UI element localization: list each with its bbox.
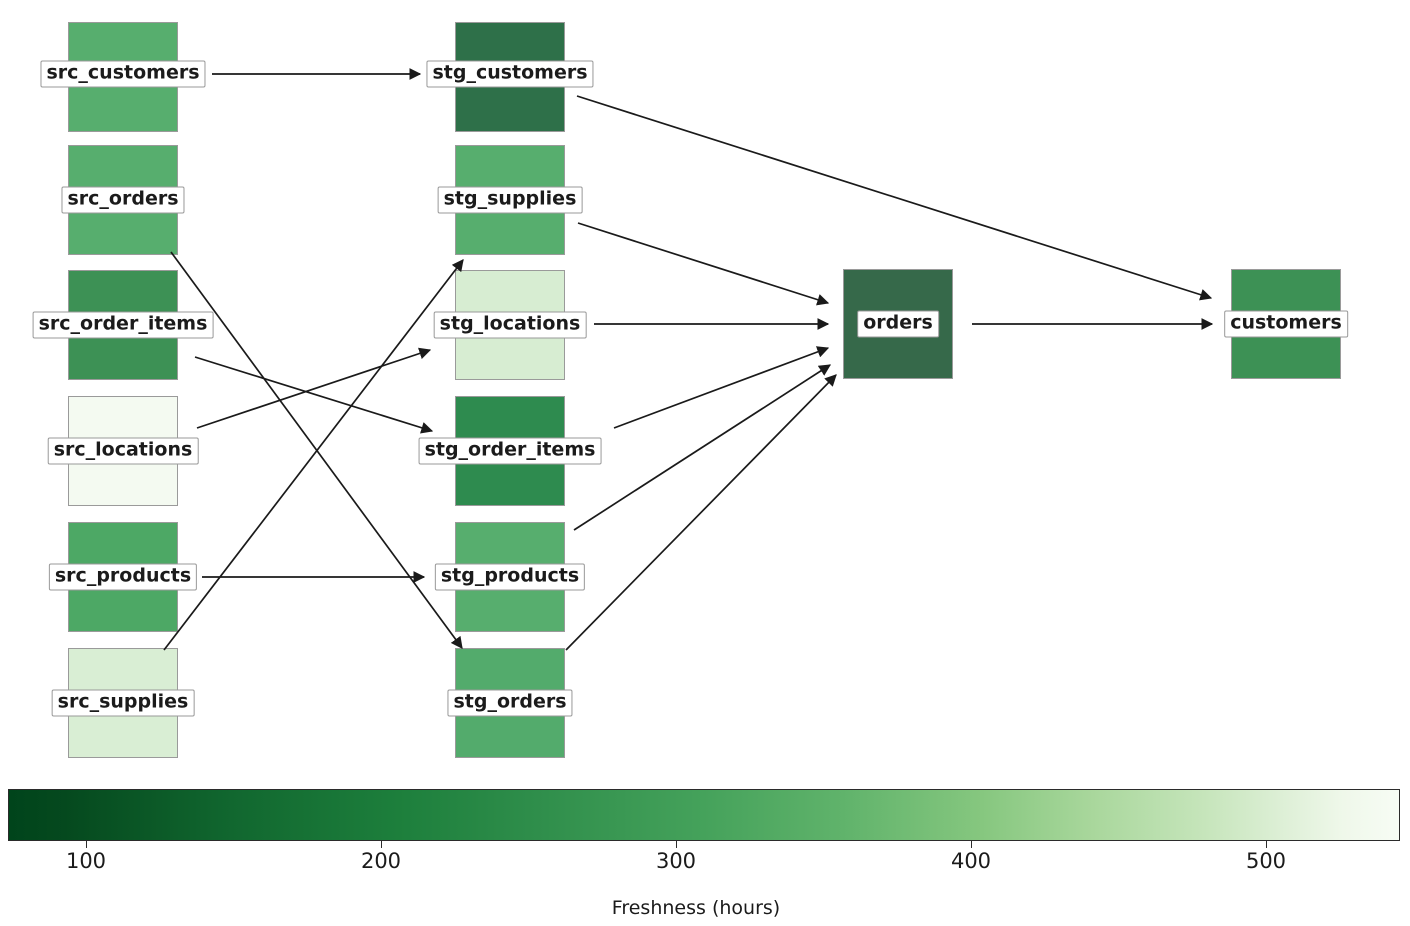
node-label-src-locations[interactable]: src_locations bbox=[47, 437, 199, 465]
node-label-stg-products[interactable]: stg_products bbox=[434, 563, 586, 591]
colorbar-tick-label: 300 bbox=[655, 849, 697, 873]
edge-stg-supplies-to-orders bbox=[577, 222, 830, 306]
colorbar-tick-label: 100 bbox=[65, 849, 107, 873]
node-label-src-products[interactable]: src_products bbox=[48, 563, 198, 591]
edge-stg-orders-to-orders bbox=[565, 374, 837, 651]
colorbar-tick bbox=[971, 841, 973, 848]
colorbar-tick bbox=[1266, 841, 1268, 848]
node-label-stg-order-items[interactable]: stg_order_items bbox=[418, 437, 602, 465]
node-label-src-order-items[interactable]: src_order_items bbox=[32, 311, 214, 339]
node-label-customers[interactable]: customers bbox=[1224, 310, 1348, 338]
edge-stg-products-to-orders bbox=[573, 364, 832, 531]
node-label-stg-supplies[interactable]: stg_supplies bbox=[437, 186, 583, 214]
node-label-stg-orders[interactable]: stg_orders bbox=[447, 689, 573, 717]
colorbar-tick bbox=[381, 841, 383, 848]
edge-src-order-items-to-stg-order-items bbox=[194, 356, 434, 434]
edge-stg-customers-to-customers bbox=[576, 95, 1213, 301]
node-label-src-orders[interactable]: src_orders bbox=[61, 186, 185, 214]
edge-src-locations-to-stg-locations bbox=[196, 347, 432, 429]
colorbar-tick-label: 400 bbox=[950, 849, 992, 873]
colorbar-tick-label: 200 bbox=[360, 849, 402, 873]
node-label-stg-locations[interactable]: stg_locations bbox=[433, 311, 587, 339]
edge-stg-order-items-to-orders bbox=[613, 346, 830, 429]
node-label-stg-customers[interactable]: stg_customers bbox=[426, 60, 594, 88]
node-label-orders[interactable]: orders bbox=[857, 310, 939, 338]
colorbar-tick-label: 500 bbox=[1245, 849, 1287, 873]
node-label-src-customers[interactable]: src_customers bbox=[40, 60, 206, 88]
colorbar-gradient bbox=[8, 789, 1400, 841]
colorbar-tick bbox=[676, 841, 678, 848]
colorbar-tick bbox=[86, 841, 88, 848]
colorbar: 100 200 300 400 500 bbox=[8, 789, 1400, 873]
node-label-src-supplies[interactable]: src_supplies bbox=[51, 689, 195, 717]
colorbar-axis-label: Freshness (hours) bbox=[611, 897, 781, 919]
